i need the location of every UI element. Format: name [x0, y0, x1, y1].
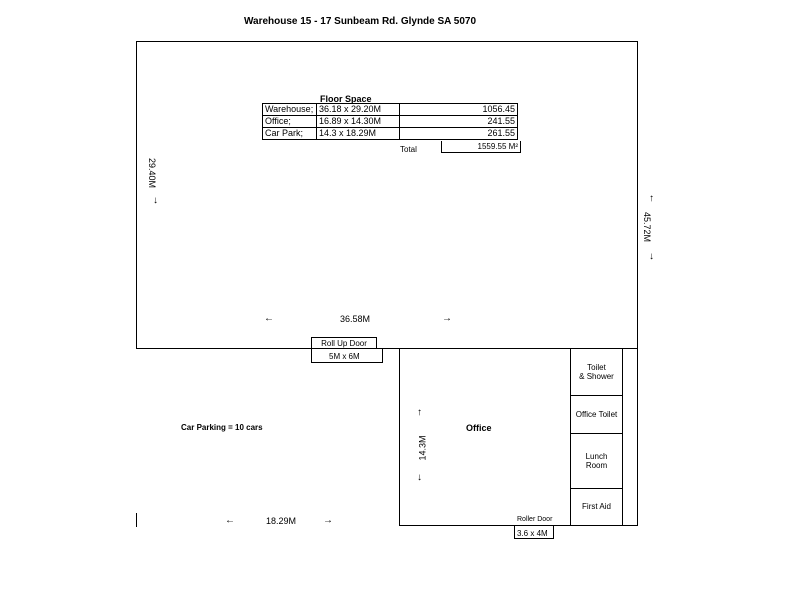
room-office-toilet: Office Toilet: [570, 395, 623, 434]
room-label: Lunch Room: [585, 451, 608, 470]
office-label: Office: [466, 423, 492, 433]
row-dims: 14.3 x 18.29M: [316, 127, 400, 140]
arrow-left-icon: ←: [225, 515, 235, 526]
table-row: Car Park; 14.3 x 18.29M 261.55: [262, 127, 518, 140]
row-area: 261.55: [399, 127, 518, 140]
roll-up-door-label: Roll Up Door: [321, 339, 367, 348]
total-value: 1559.55 M²: [441, 141, 521, 153]
carpark-left-tick: [136, 513, 137, 527]
room-lunch-room: Lunch Room: [570, 433, 623, 489]
warehouse-right-wall: [637, 41, 638, 349]
floor-space-table: Warehouse; 36.18 x 29.20M 1056.45 Office…: [262, 103, 518, 140]
total-label: Total: [400, 145, 417, 154]
roller-door-bottom: [514, 538, 554, 539]
carpark-width-label: 18.29M: [266, 516, 297, 526]
table-row: Warehouse; 36.18 x 29.20M 1056.45: [262, 103, 518, 116]
roll-up-door-size: 5M x 6M: [329, 352, 360, 361]
arrow-down-icon: ↓: [153, 195, 158, 206]
arrow-right-icon: →: [442, 313, 452, 324]
roll-up-door-left-jamb: [311, 349, 312, 363]
floor-space-heading: Floor Space: [320, 94, 372, 104]
office-height-label: 14.3M: [417, 435, 428, 461]
office-left-wall: [399, 349, 400, 526]
row-label: Warehouse;: [262, 103, 317, 116]
room-first-aid: First Aid: [570, 488, 623, 526]
roller-door-right-jamb: [553, 525, 554, 539]
arrow-right-icon: →: [323, 515, 333, 526]
arrow-down-icon: ↓: [417, 472, 422, 483]
total-depth-label: 45.72M: [642, 211, 653, 243]
roller-door-label: Roller Door: [517, 516, 553, 523]
roll-up-door-label-box: Roll Up Door: [311, 337, 377, 349]
row-label: Car Park;: [262, 127, 317, 140]
depth-extension-line: [637, 349, 638, 526]
room-label: First Aid: [582, 502, 611, 511]
arrow-up-icon: ↑: [649, 193, 654, 204]
room-label: Toilet & Shower: [579, 363, 614, 381]
warehouse-width-label: 36.58M: [340, 314, 371, 324]
warehouse-left-wall: [136, 41, 137, 349]
office-bottom-wall: [399, 525, 623, 526]
roller-door-left-jamb: [514, 525, 515, 539]
arrow-down-icon: ↓: [649, 251, 654, 262]
warehouse-height-label: 29.40M: [147, 157, 158, 189]
table-row: Office; 16.89 x 14.30M 241.55: [262, 115, 518, 128]
depth-bottom-tick: [622, 525, 638, 526]
row-area: 1056.45: [399, 103, 518, 116]
row-area: 241.55: [399, 115, 518, 128]
car-parking-label: Car Parking = 10 cars: [181, 423, 263, 432]
row-dims: 16.89 x 14.30M: [316, 115, 400, 128]
room-toilet-shower: Toilet & Shower: [570, 349, 623, 396]
warehouse-top-wall: [136, 41, 638, 42]
row-dims: 36.18 x 29.20M: [316, 103, 400, 116]
arrow-left-icon: ←: [264, 313, 274, 324]
plan-title: Warehouse 15 - 17 Sunbeam Rd. Glynde SA …: [243, 16, 477, 27]
room-label: Office Toilet: [575, 409, 618, 419]
row-label: Office;: [262, 115, 317, 128]
warehouse-bottom-wall: [136, 348, 638, 349]
arrow-up-icon: ↑: [417, 407, 422, 418]
roll-up-door-right-jamb: [382, 349, 383, 363]
roll-up-door-bottom: [311, 362, 383, 363]
roller-door-size: 3.6 x 4M: [517, 529, 548, 538]
